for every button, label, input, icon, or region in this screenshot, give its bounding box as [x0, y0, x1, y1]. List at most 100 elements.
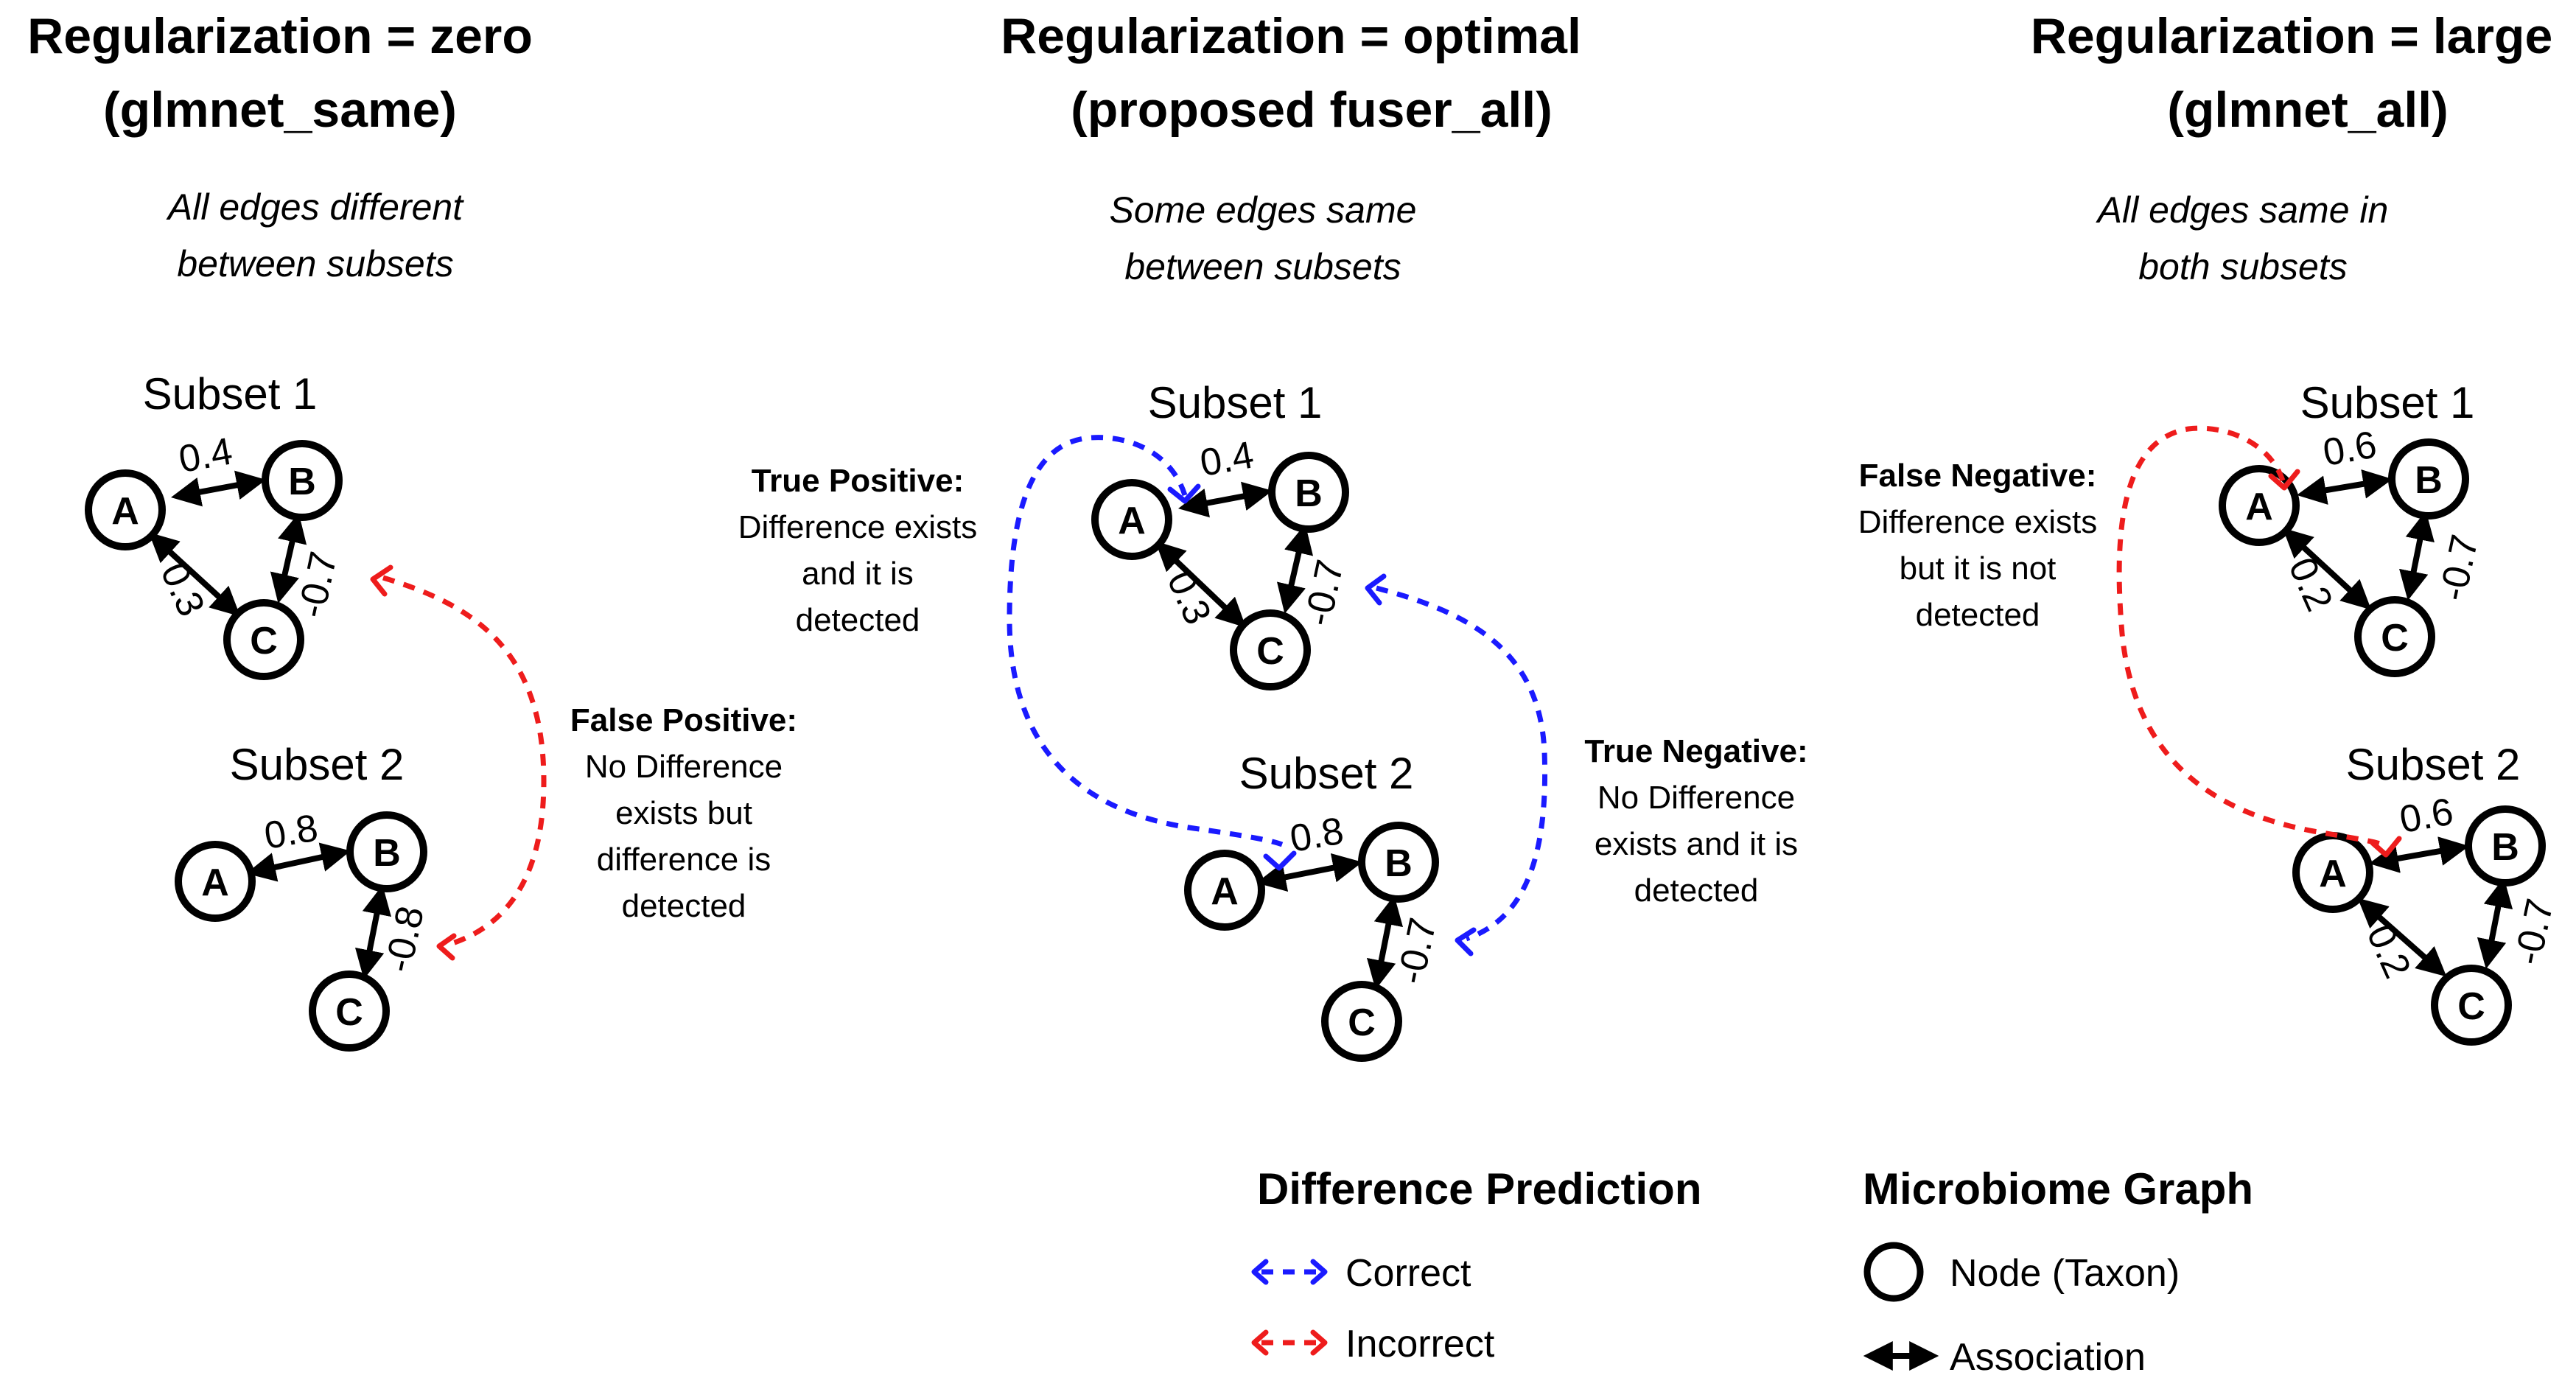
legend-correct-arrowhead-right — [1310, 1259, 1328, 1285]
node-c — [223, 599, 304, 680]
weight-b-c: -0.7 — [1297, 556, 1352, 630]
edge-a-b — [2368, 836, 2470, 873]
weight-a-c: 0.2 — [2358, 918, 2418, 984]
node-c-letter: C — [335, 991, 363, 1034]
edge-b-c — [1276, 524, 1314, 614]
weight-b-c: -0.7 — [2507, 895, 2562, 969]
weight-a-b: 0.4 — [1197, 433, 1256, 485]
legend-difference-prediction: Difference Prediction Correct Incorrect — [1251, 1164, 1702, 1365]
legend-graph-title: Microbiome Graph — [1863, 1164, 2253, 1214]
true-negative-arrowhead-bottom — [1455, 927, 1477, 956]
legend-microbiome-graph: Microbiome Graph Node (Taxon) Associatio… — [1863, 1164, 2253, 1378]
subset-label: Subset 2 — [2346, 740, 2521, 789]
weight-b-c: -0.7 — [1390, 914, 1445, 988]
panel-large-subset1: Subset 1 A B C 0.6 0.2 -0.7 — [2219, 378, 2487, 677]
false-negative-annotation: False Negative: Difference exists but it… — [1858, 458, 2097, 633]
node-b-letter: B — [373, 832, 401, 875]
panel-zero-subtitle-line2: between subsets — [177, 243, 453, 284]
node-b-letter: B — [288, 461, 316, 503]
weight-a-b: 0.6 — [2320, 423, 2379, 475]
false-negative-arrowhead-top — [2268, 469, 2300, 491]
subset-label: Subset 2 — [230, 740, 405, 789]
edge-b-c — [270, 513, 307, 604]
node-a-letter: A — [2319, 853, 2347, 895]
subset-label: Subset 1 — [1148, 378, 1323, 427]
edge-b-c — [2399, 511, 2435, 601]
edge-a-b — [2296, 469, 2393, 505]
annotation-line: detected — [622, 888, 746, 924]
node-a — [2219, 465, 2300, 546]
panel-zero-subtitle-line1: All edges different — [166, 186, 464, 228]
node-b — [1268, 452, 1349, 533]
subset-label: Subset 1 — [143, 369, 318, 419]
false-positive-arrowhead-top — [370, 564, 393, 597]
annotation-title: True Positive: — [752, 463, 965, 499]
weight-b-c: -0.8 — [377, 903, 433, 976]
edge-a-b — [170, 470, 267, 507]
panel-large-subtitle-line1: All edges same in — [2096, 189, 2389, 231]
node-a — [1184, 850, 1265, 931]
panel-optimal-subset1: Subset 1 A B C 0.4 0.3 -0.7 — [1091, 378, 1352, 690]
weight-b-c: -0.7 — [290, 548, 346, 622]
edge-a-b — [1177, 481, 1273, 518]
weight-b-c: -0.7 — [2432, 531, 2487, 605]
annotation-title: False Positive: — [570, 702, 797, 738]
legend-incorrect-label: Incorrect — [1345, 1323, 1495, 1365]
node-a — [85, 469, 166, 550]
annotation-line: Difference exists — [738, 509, 977, 545]
legend-correct-arrowhead-left — [1251, 1259, 1269, 1285]
legend-node-label: Node (Taxon) — [1950, 1252, 2180, 1295]
panel-zero-title-line1: Regularization = zero — [27, 8, 533, 64]
node-a-letter: A — [1118, 500, 1146, 542]
annotation-line: exists and it is — [1595, 826, 1798, 862]
panel-optimal-subset2: Subset 2 A B C 0.8 -0.7 — [1184, 749, 1445, 1062]
node-c-letter: C — [2381, 617, 2409, 660]
panel-zero-subset1: Subset 1 A B C 0.4 0.3 -0.7 — [85, 369, 346, 680]
node-a-letter: A — [2245, 486, 2273, 528]
node-a-letter: A — [201, 861, 229, 904]
legend-incorrect-arrowhead-right — [1310, 1329, 1328, 1356]
node-c — [1321, 981, 1402, 1062]
annotation-line: detected — [796, 602, 920, 638]
weight-a-b: 0.6 — [2396, 790, 2456, 842]
node-c — [2431, 965, 2512, 1046]
legend-correct-label: Correct — [1345, 1252, 1471, 1295]
annotation-line: No Difference — [585, 749, 783, 785]
panel-optimal-subtitle-line2: between subsets — [1124, 246, 1401, 287]
panel-large-title-line1: Regularization = large — [2031, 8, 2553, 64]
legend-association-label: Association — [1950, 1336, 2146, 1378]
annotation-line: No Difference — [1597, 780, 1795, 816]
node-c-letter: C — [250, 620, 278, 662]
panel-optimal-subtitle-line1: Some edges same — [1110, 189, 1417, 231]
weight-a-b: 0.4 — [175, 430, 235, 481]
panel-zero-subset2: Subset 2 A B C 0.8 -0.8 — [175, 740, 433, 1052]
subset-label: Subset 1 — [2300, 378, 2475, 427]
true-negative-arrowhead-top — [1365, 573, 1387, 606]
node-b — [1358, 822, 1439, 903]
annotation-line: but it is not — [1900, 550, 2057, 587]
node-b-letter: B — [1385, 842, 1413, 885]
false-negative-arrowhead-bottom — [2370, 836, 2402, 858]
panel-zero-title-line2: (glmnet_same) — [103, 82, 457, 138]
panel-large-subtitle-line2: both subsets — [2138, 246, 2348, 287]
true-positive-arrow — [1007, 435, 1284, 847]
panel-large: Regularization = large (glmnet_all) All … — [1858, 8, 2562, 1046]
false-negative-arrow — [2116, 425, 2390, 850]
true-negative-annotation: True Negative: No Difference exists and … — [1584, 733, 1807, 909]
node-b-letter: B — [2415, 459, 2443, 502]
node-b-letter: B — [1295, 472, 1323, 515]
true-positive-arrowhead-top — [1167, 483, 1201, 504]
panel-large-title-line2: (glmnet_all) — [2167, 82, 2449, 138]
weight-a-c: 0.3 — [1158, 564, 1219, 631]
panel-large-subset2: Subset 2 A B C 0.6 0.2 -0.7 — [2292, 740, 2562, 1046]
legend-node-swatch — [1863, 1242, 1924, 1302]
weight-a-c: 0.2 — [2280, 551, 2340, 618]
node-a — [175, 841, 256, 922]
edge-a-c — [2357, 898, 2447, 977]
edge-a-c — [148, 532, 241, 617]
annotation-line: detected — [1634, 872, 1759, 909]
edge-b-c — [1366, 895, 1404, 990]
node-c-letter: C — [1256, 630, 1284, 673]
edge-b-c — [2477, 878, 2513, 969]
